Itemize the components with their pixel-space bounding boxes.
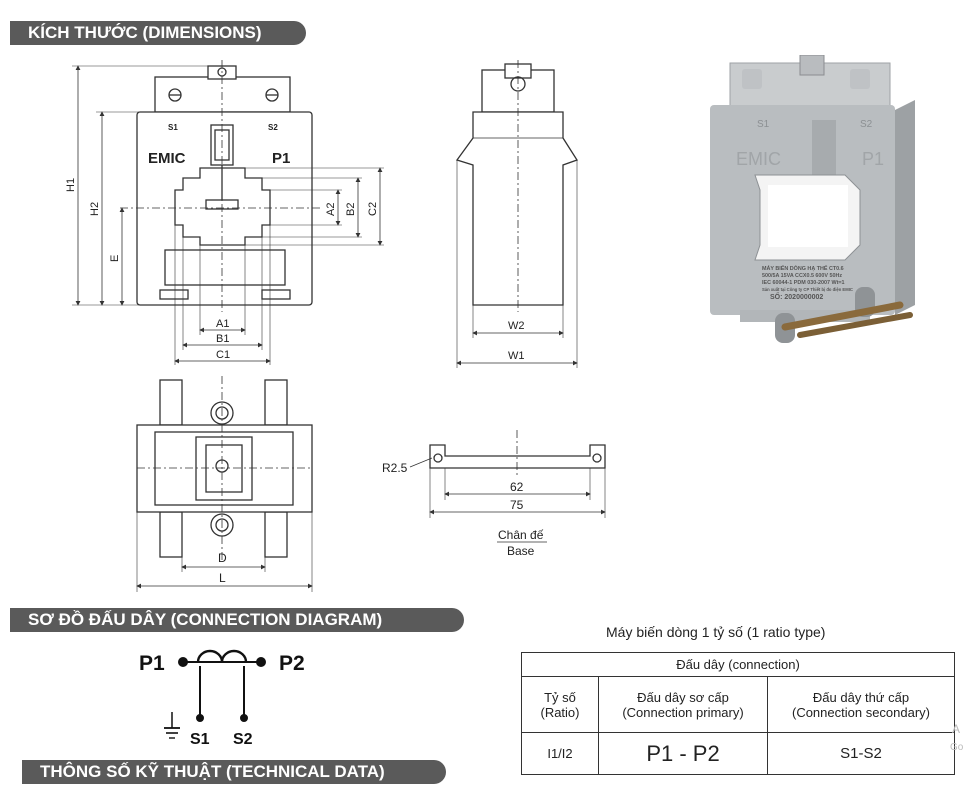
- table-header: Đấu dây (connection): [521, 652, 955, 677]
- base-caption-vi: Chân đế: [498, 528, 544, 542]
- dim-e: E: [109, 255, 121, 262]
- wiring-s1: S1: [190, 731, 210, 748]
- front-view: [72, 60, 384, 365]
- cell-primary: P1 - P2: [598, 732, 768, 775]
- table-row: I1/I2 P1 - P2 S1-S2: [521, 732, 955, 775]
- wiring-p2: P2: [279, 652, 305, 675]
- front-p1: P1: [272, 150, 290, 167]
- bottom-view: [136, 376, 313, 592]
- header-secondary: Đấu dây thứ cấp (Connection secondary): [767, 676, 955, 733]
- watermark-line-1: A: [952, 722, 961, 736]
- cell-secondary: S1-S2: [767, 732, 955, 775]
- cell-ratio: I1/I2: [521, 732, 599, 775]
- photo-label-line-3: IEC 60044-1 PDM 030-2007 Wt=1: [762, 280, 845, 286]
- photo-label-line-5: SỐ: 2020000002: [770, 291, 823, 301]
- dim-l: L: [219, 571, 226, 585]
- dim-w1: W1: [508, 350, 525, 362]
- wiring-labels: P1 P2 S1 S2: [139, 652, 305, 748]
- dim-w2: W2: [508, 320, 525, 332]
- front-s2: S2: [268, 123, 278, 132]
- bottom-view-labels: D L: [218, 551, 227, 585]
- dim-c1: C1: [216, 349, 230, 361]
- front-view-labels: EMIC P1 S1 S2 H1 H2 E A2 B2 C2 A1 B1 C1: [65, 123, 379, 361]
- product-photo: S1 S2 EMIC P1 MÁY BIẾN DÒNG HẠ THẾ CT0.6…: [710, 55, 915, 343]
- side-view: [455, 60, 578, 368]
- base-view: [409, 430, 606, 543]
- base-caption-en: Base: [507, 544, 535, 558]
- photo-label-line-2: 500/5A 15VA CCX0.5 600V 50Hz: [762, 273, 842, 279]
- dim-a1: A1: [216, 318, 229, 330]
- section-banner-connection: SƠ ĐỒ ĐẤU DÂY (CONNECTION DIAGRAM): [10, 608, 464, 632]
- wiring-s2: S2: [233, 731, 253, 748]
- base-inner-dim: 62: [510, 480, 524, 494]
- dim-a2: A2: [325, 203, 337, 216]
- header-secondary-en: (Connection secondary): [791, 704, 931, 720]
- wiring-p1: P1: [139, 652, 165, 675]
- photo-label-line-4: Sản xuất tại Công ty CP Thiết bị đo điện…: [762, 287, 853, 292]
- section-banner-technical: THÔNG SỐ KỸ THUẬT (TECHNICAL DATA): [22, 760, 446, 784]
- photo-rating-label: MÁY BIẾN DÒNG HẠ THẾ CT0.6 500/5A 15VA C…: [762, 264, 853, 301]
- header-primary: Đấu dây sơ cấp (Connection primary): [598, 676, 768, 733]
- photo-s2: S2: [860, 119, 873, 130]
- header-secondary-vi: Đấu dây thứ cấp: [812, 689, 910, 705]
- dim-d: D: [218, 551, 227, 565]
- section-banner-dimensions: KÍCH THƯỚC (DIMENSIONS): [10, 21, 306, 45]
- dim-h2: H2: [89, 202, 101, 216]
- dim-h1: H1: [65, 178, 77, 192]
- watermark-line-2: Go: [950, 742, 964, 753]
- wiring-diagram: [164, 649, 266, 739]
- dim-b2: B2: [345, 203, 357, 216]
- dim-b1: B1: [216, 333, 229, 345]
- photo-p1: P1: [862, 149, 884, 169]
- base-outer-dim: 75: [510, 498, 524, 512]
- front-brand: EMIC: [148, 150, 186, 167]
- table-caption: Máy biến dòng 1 tỷ số (1 ratio type): [606, 624, 826, 640]
- photo-brand: EMIC: [736, 149, 781, 169]
- header-primary-vi: Đấu dây sơ cấp: [637, 689, 729, 705]
- base-view-labels: R2.5 62 75 Chân đế Base: [382, 461, 544, 558]
- front-s1: S1: [168, 123, 178, 132]
- side-view-labels: W2 W1: [508, 320, 525, 362]
- header-ratio-vi: Tỷ số: [544, 689, 576, 705]
- connection-table: Đấu dây (connection) Tỷ số (Ratio) Đấu d…: [521, 652, 955, 775]
- header-primary-en: (Connection primary): [622, 704, 744, 720]
- photo-s1: S1: [757, 119, 770, 130]
- photo-label-line-1: MÁY BIẾN DÒNG HẠ THẾ CT0.6: [762, 264, 844, 272]
- header-ratio: Tỷ số (Ratio): [521, 676, 599, 733]
- dim-c2: C2: [367, 202, 379, 216]
- header-ratio-en: (Ratio): [540, 704, 580, 720]
- base-radius: R2.5: [382, 461, 408, 475]
